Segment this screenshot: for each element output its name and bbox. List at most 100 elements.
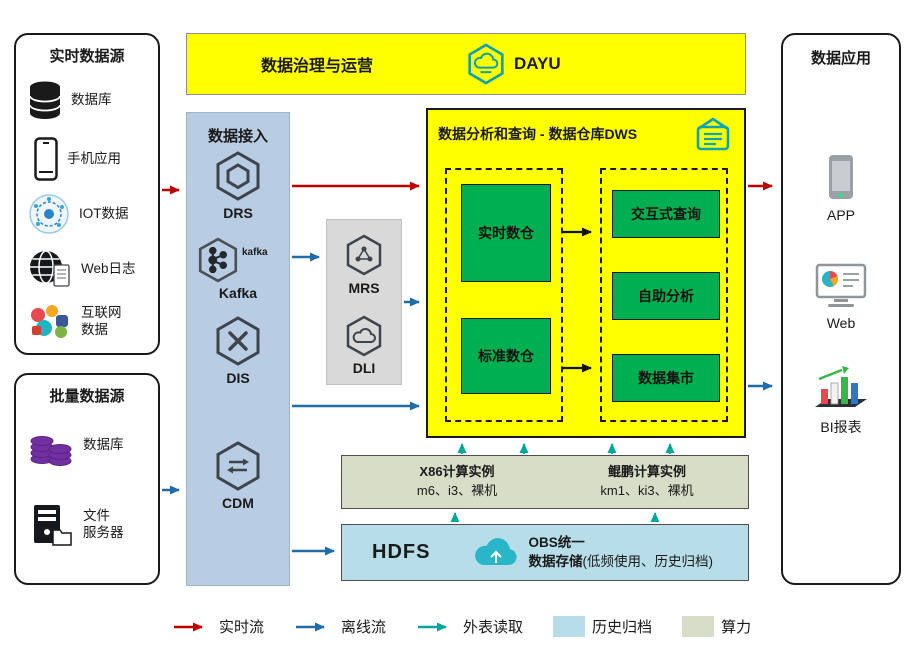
source-item-weblog: Web日志 [28,249,136,289]
governance-title: 数据治理与运营 [261,58,374,75]
dws-title: 数据分析和查询 - 数据仓库DWS [438,126,638,142]
ingestion-title: 数据接入 [207,128,268,145]
source-item-label: 手机应用 [67,150,121,166]
kunpeng-compute-spec: km1、ki3、裸机 [600,483,694,498]
obs-title-line1: OBS统一 [528,534,585,550]
dli-label: DLI [352,360,376,376]
warehouse-modules-group: 实时数仓 标准数仓 [445,168,563,422]
ingestion-panel: 数据接入 DRS kafk [186,112,290,586]
archive-swatch [553,616,586,637]
dli-service [327,315,401,357]
legend-item-archive: 历史归档 [553,616,652,637]
batch-sources-title: 批量数据源 [49,388,125,405]
legend-label: 历史归档 [592,619,653,636]
bi-label: BI报表 [820,419,862,435]
dis-hexagon-icon [216,316,260,366]
mrs-hexagon-icon [346,234,382,276]
obs-title-line2: 数据存储 [528,553,583,569]
legend-label: 实时流 [219,619,265,636]
drs-hexagon-icon [216,151,260,201]
dws-warehouse-icon [694,116,732,152]
web-browser-icon [815,263,867,307]
storage-bar: HDFS OBS统一 数据存储(低频使用、历史归档) [341,524,749,581]
x86-compute-spec: m6、i3、裸机 [416,483,498,498]
cdm-label: CDM [222,495,254,511]
source-item-internet: 互联网 数据 [28,303,122,341]
applications-panel: 数据应用 APP Web [781,33,901,585]
app-phone-icon [829,155,853,199]
governance-bar: 数据治理与运营 DAYU [186,33,746,95]
purple-database-icon [30,436,72,466]
external-read-arrow-icon [418,622,448,631]
applications-title: 数据应用 [810,50,871,67]
module-realtime-warehouse: 实时数仓 [461,184,551,282]
source-item-label: 互联网 数据 [81,305,122,337]
web-item [783,263,899,309]
app-item [783,153,899,201]
source-item-database: 数据库 [28,79,112,121]
internet-data-icon [31,305,68,338]
legend-item-external-read: 外表读取 [416,616,523,637]
source-item-label: 数据库 [83,436,124,452]
source-item-batch-database: 数据库 [28,423,124,467]
database-icon [29,81,61,119]
legend-label: 算力 [721,619,752,636]
bi-chart-icon [815,366,867,407]
kafka-label: Kafka [218,285,258,301]
realtime-arrow-icon [174,622,203,631]
batch-sources-panel: 批量数据源 数据库 [14,373,160,585]
mrs-label: MRS [348,280,380,296]
cdm-service [187,441,289,491]
kunpeng-compute-group: 鲲鹏计算实例 km1、ki3、裸机 [572,456,722,508]
hdfs-label: HDFS [372,541,431,563]
mrs-service [327,234,401,276]
kunpeng-compute-title: 鲲鹏计算实例 [607,464,686,480]
dis-service [187,316,289,366]
dayu-product: DAYU [467,34,561,94]
offline-arrow-icon [296,622,326,631]
processing-panel: MRS DLI [326,219,402,385]
source-item-iot: IOT数据 [28,193,129,235]
source-item-mobile: 手机应用 [34,137,121,181]
obs-storage-text: OBS统一 数据存储(低频使用、历史归档) [528,534,713,572]
kafka-hexagon-icon [198,237,238,283]
legend-item-compute: 算力 [682,616,751,637]
mobile-phone-icon [34,137,58,181]
x86-compute-group: X86计算实例 m6、i3、裸机 [382,456,532,508]
file-server-icon [34,505,72,546]
legend-item-realtime: 实时流 [172,616,264,637]
iot-icon [29,194,69,234]
module-standard-warehouse: 标准数仓 [461,318,551,394]
cdm-hexagon-icon [216,441,260,491]
dws-panel: 数据分析和查询 - 数据仓库DWS 实时数仓 标准数仓 交互式查询 自助分析 数… [426,108,746,438]
obs-note: (低频使用、历史归档) [582,553,713,569]
legend-item-offline: 离线流 [294,616,386,637]
dayu-label: DAYU [514,54,561,73]
realtime-sources-title: 实时数据源 [49,48,125,65]
source-item-label: IOT数据 [79,205,129,221]
dayu-icon [468,43,504,85]
source-item-label: 数据库 [71,91,112,107]
bi-item [783,365,899,411]
kafka-logo-text: kafka [242,247,268,258]
source-item-file-server: 文件 服务器 [28,503,124,547]
module-data-mart: 数据集市 [612,354,720,402]
web-label: Web [826,315,856,331]
web-log-icon [30,250,70,287]
drs-service [187,151,289,201]
legend: 实时流 离线流 外表读取 历史归档 算力 [172,616,751,637]
analysis-modules-group: 交互式查询 自助分析 数据集市 [600,168,728,422]
compute-swatch [682,616,715,637]
module-self-service-analysis: 自助分析 [612,272,720,320]
module-interactive-query: 交互式查询 [612,190,720,238]
x86-compute-title: X86计算实例 [419,464,495,480]
dli-hexagon-icon [346,315,382,357]
realtime-sources-panel: 实时数据源 数据库 手机应用 [14,33,160,355]
dis-label: DIS [226,370,250,386]
legend-label: 离线流 [341,619,387,636]
app-label: APP [826,207,855,223]
obs-cloud-icon [475,537,518,565]
compute-bar: X86计算实例 m6、i3、裸机 鲲鹏计算实例 km1、ki3、裸机 [341,455,749,509]
drs-label: DRS [223,205,253,221]
